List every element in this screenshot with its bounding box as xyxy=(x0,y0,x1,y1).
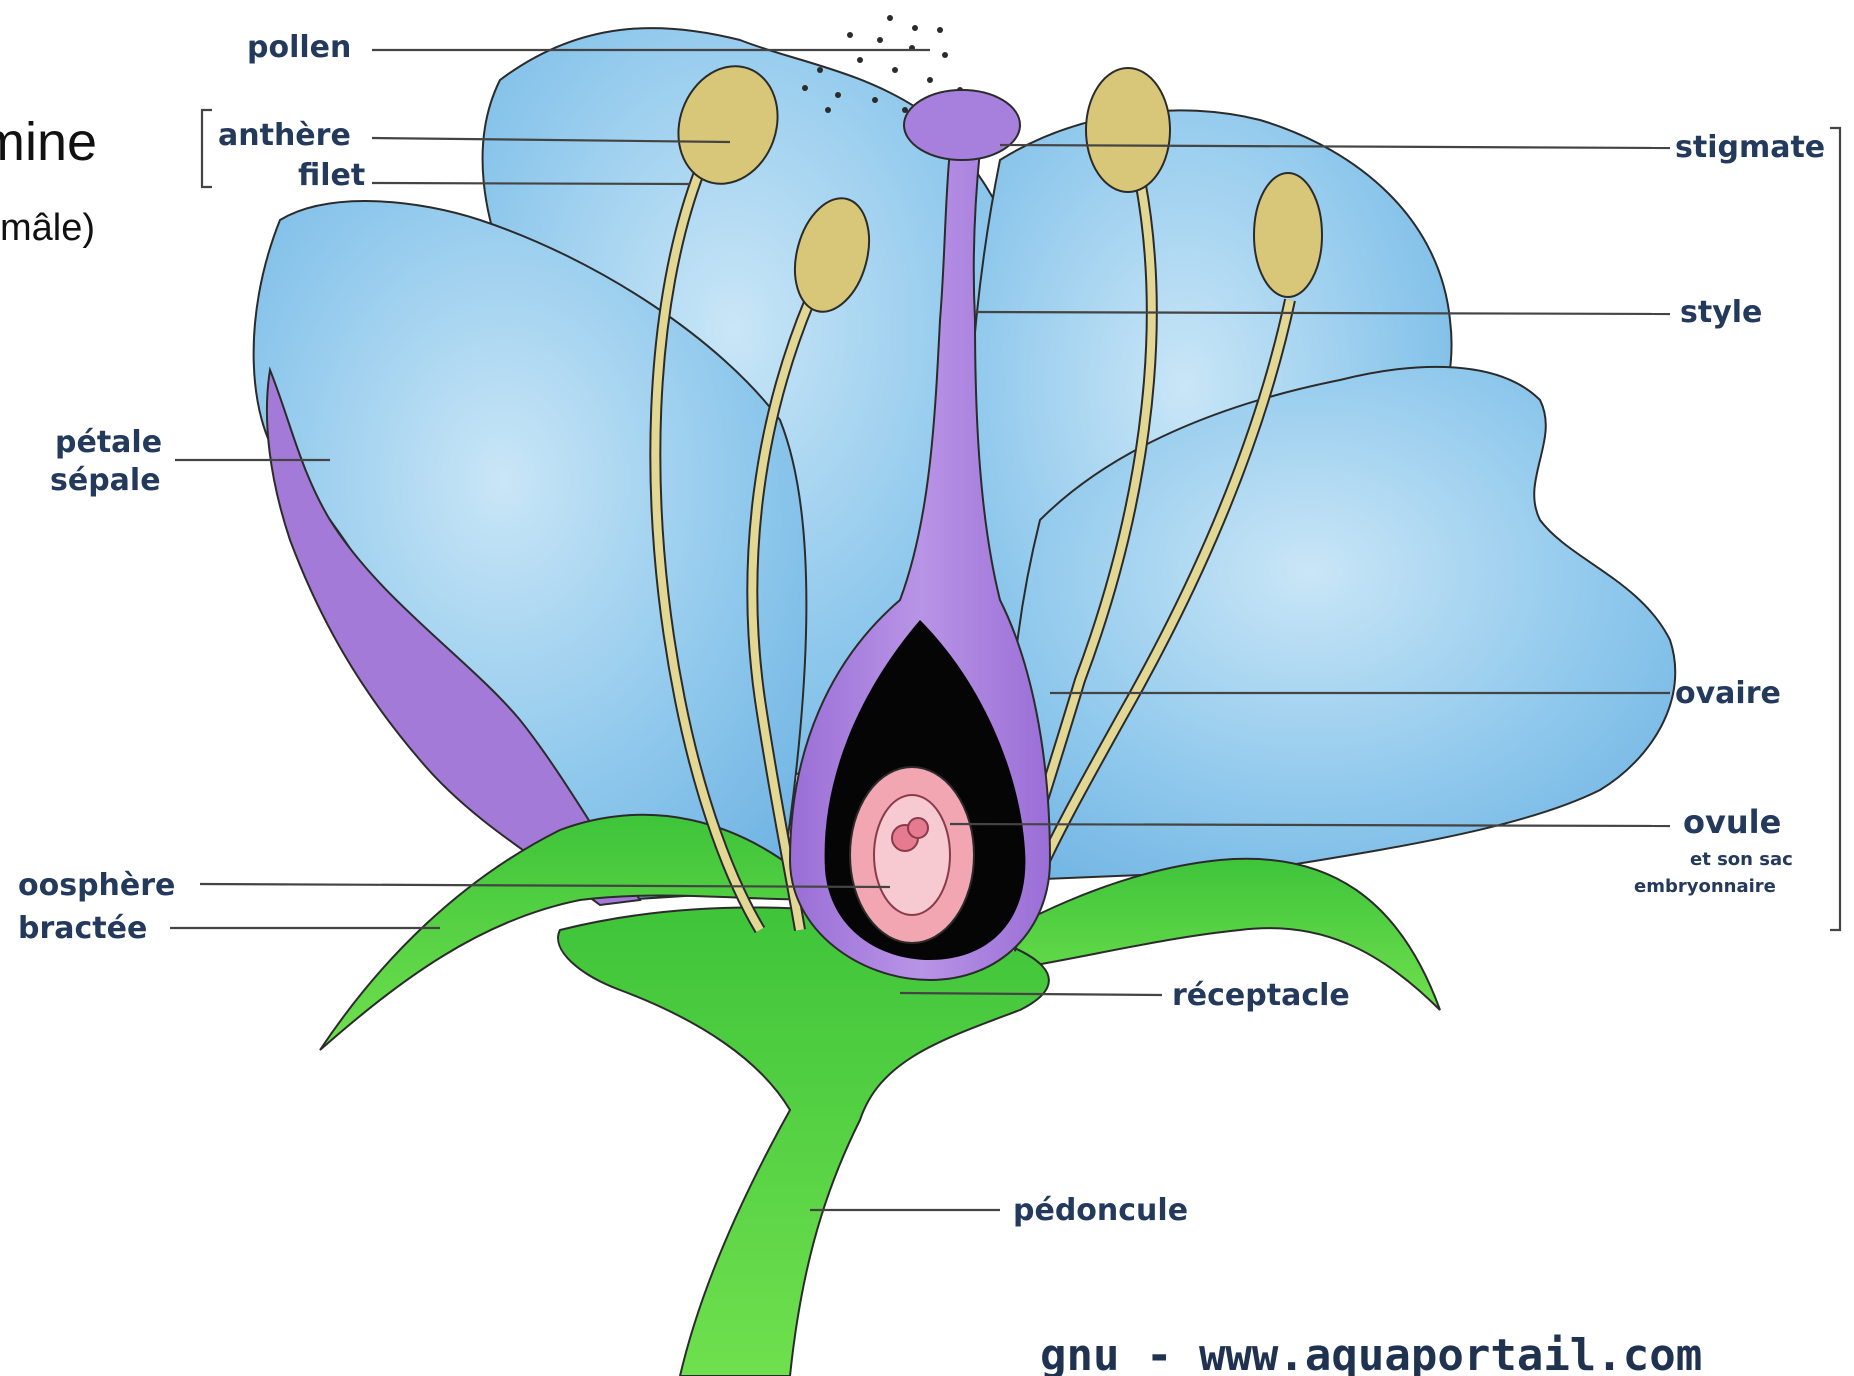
stigma xyxy=(904,90,1020,160)
label-oosphere: oosphère xyxy=(18,868,175,903)
embryo-sac xyxy=(874,795,950,915)
label-pollen: pollen xyxy=(247,30,351,65)
label-filet: filet xyxy=(298,158,365,193)
label-ovule-sub1: et son sac xyxy=(1690,849,1793,870)
nucleus xyxy=(908,818,928,838)
anther-4 xyxy=(1254,173,1322,297)
watermark: gnu - www.aquaportail.com xyxy=(1040,1330,1702,1376)
label-receptacle: réceptacle xyxy=(1172,978,1350,1013)
label-sepale: sépale xyxy=(50,463,161,498)
label-style: style xyxy=(1680,295,1762,330)
label-stigmate: stigmate xyxy=(1675,130,1825,165)
leader-filet xyxy=(372,183,690,184)
label-pedoncule: pédoncule xyxy=(1013,1193,1188,1228)
label-ovule: ovule xyxy=(1683,803,1781,841)
pistil-bracket xyxy=(1830,128,1840,930)
label-petale: pétale xyxy=(55,425,162,460)
receptacle-stem xyxy=(558,908,1049,1376)
anther-3 xyxy=(1086,68,1170,192)
label-ovaire: ovaire xyxy=(1675,676,1781,711)
label-bractee: bractée xyxy=(18,911,147,946)
title-fragment: mine xyxy=(0,112,97,172)
stamen-bracket xyxy=(202,110,212,187)
subtitle-fragment: mâle) xyxy=(0,207,95,249)
label-anthere: anthère xyxy=(218,118,351,153)
label-ovule-sub2: embryonnaire xyxy=(1634,876,1776,897)
